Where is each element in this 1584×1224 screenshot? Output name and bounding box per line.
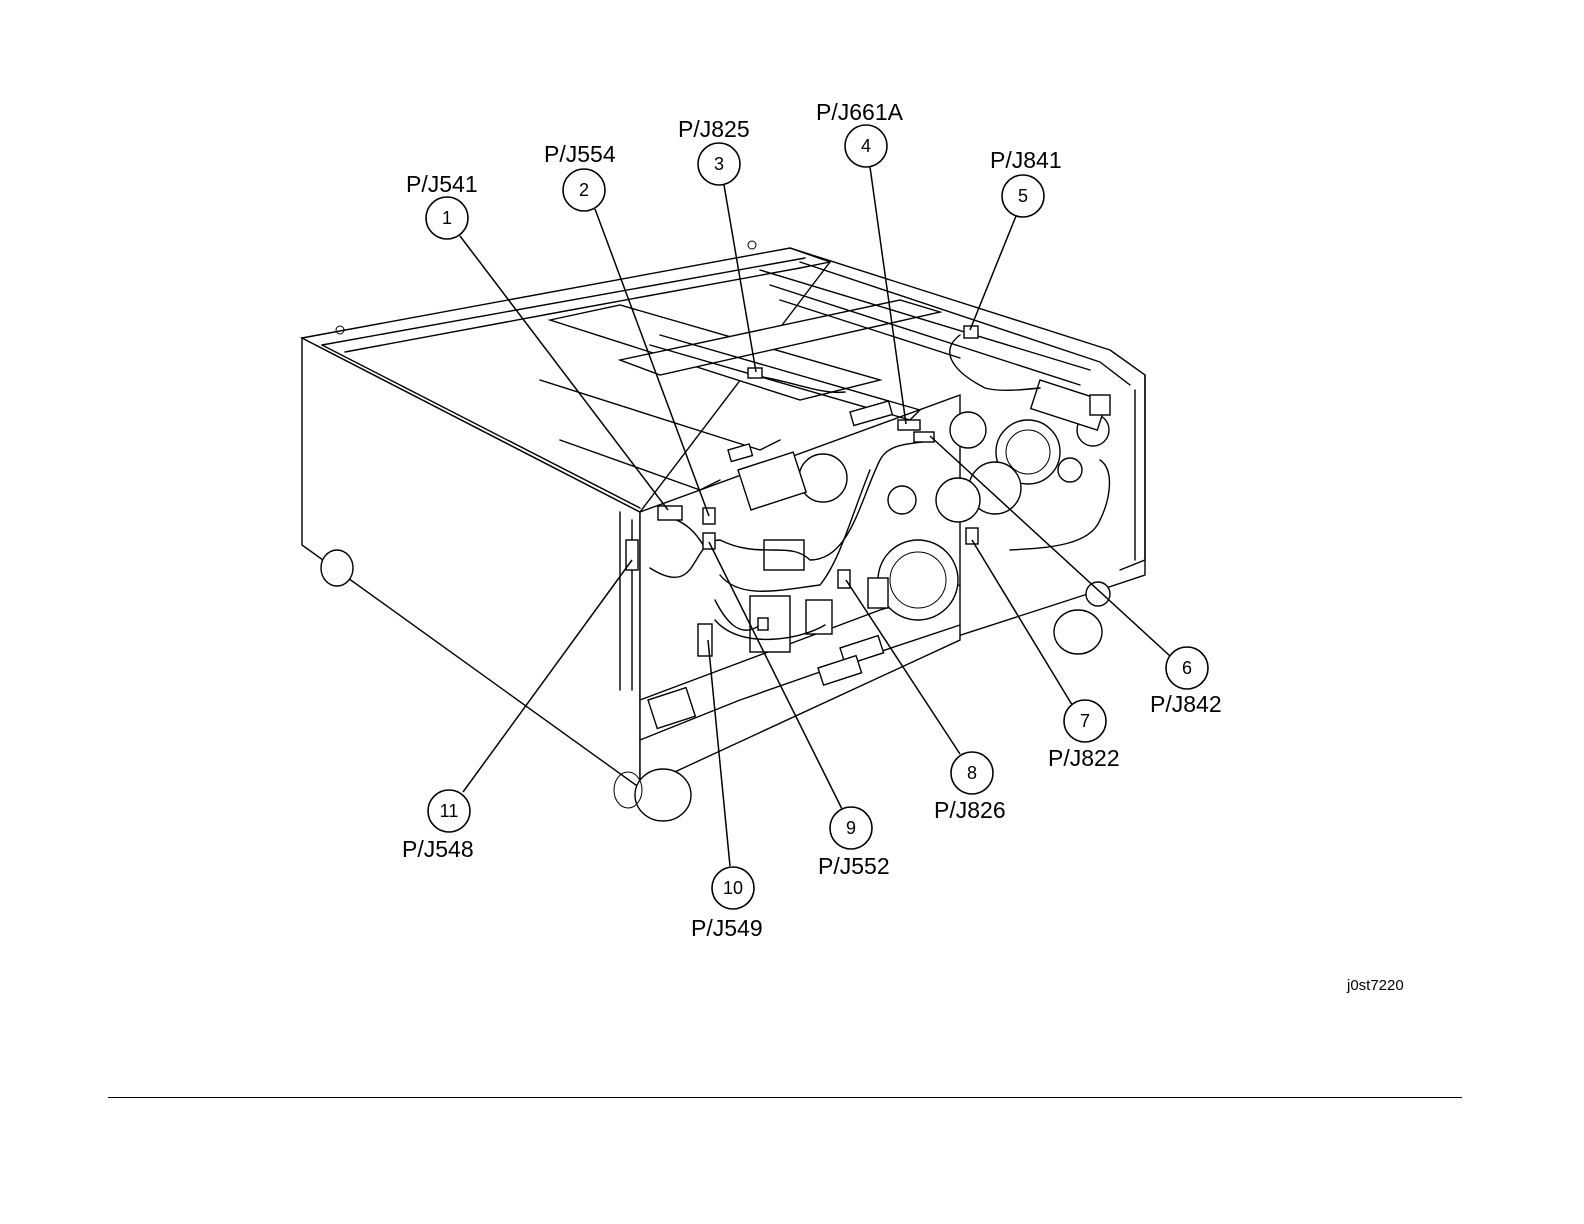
callout-number-2: 2 xyxy=(579,180,589,200)
callout-10: 10 P/J549 xyxy=(691,867,763,941)
callout-number-10: 10 xyxy=(723,878,743,898)
callout-9: 9 P/J552 xyxy=(818,807,890,879)
callout-8: 8 P/J826 xyxy=(934,752,1006,823)
callout-7: 7 P/J822 xyxy=(1048,700,1120,771)
callout-5: 5 P/J841 xyxy=(990,147,1062,217)
callout-4: 4 P/J661A xyxy=(816,99,904,167)
figure-id: j0st7220 xyxy=(1346,977,1404,994)
callout-number-5: 5 xyxy=(1018,186,1028,206)
callout-label-7: P/J822 xyxy=(1048,745,1120,771)
callout-number-1: 1 xyxy=(442,208,452,228)
callout-label-11: P/J548 xyxy=(402,836,474,862)
callout-label-5: P/J841 xyxy=(990,147,1062,173)
callout-number-7: 7 xyxy=(1080,711,1090,731)
callout-6: 6 P/J842 xyxy=(1150,647,1222,717)
feeder-unit-illustration xyxy=(302,241,1145,821)
callout-number-4: 4 xyxy=(861,136,871,156)
callout-label-2: P/J554 xyxy=(544,141,616,167)
callout-number-9: 9 xyxy=(846,818,856,838)
callout-label-4: P/J661A xyxy=(816,99,904,125)
callout-label-1: P/J541 xyxy=(406,171,478,197)
callout-label-6: P/J842 xyxy=(1150,691,1222,717)
callout-1: 1 P/J541 xyxy=(406,171,478,239)
callout-label-10: P/J549 xyxy=(691,915,763,941)
callout-number-3: 3 xyxy=(714,154,724,174)
callout-number-11: 11 xyxy=(440,801,459,821)
callout-label-9: P/J552 xyxy=(818,853,890,879)
callout-number-8: 8 xyxy=(967,763,977,783)
callout-number-6: 6 xyxy=(1182,658,1192,678)
callout-label-8: P/J826 xyxy=(934,797,1006,823)
callout-3: 3 P/J825 xyxy=(678,116,750,185)
callout-label-3: P/J825 xyxy=(678,116,750,142)
footer-rule xyxy=(108,1097,1462,1098)
callout-2: 2 P/J554 xyxy=(544,141,616,211)
callout-11: 11 P/J548 xyxy=(402,790,474,862)
